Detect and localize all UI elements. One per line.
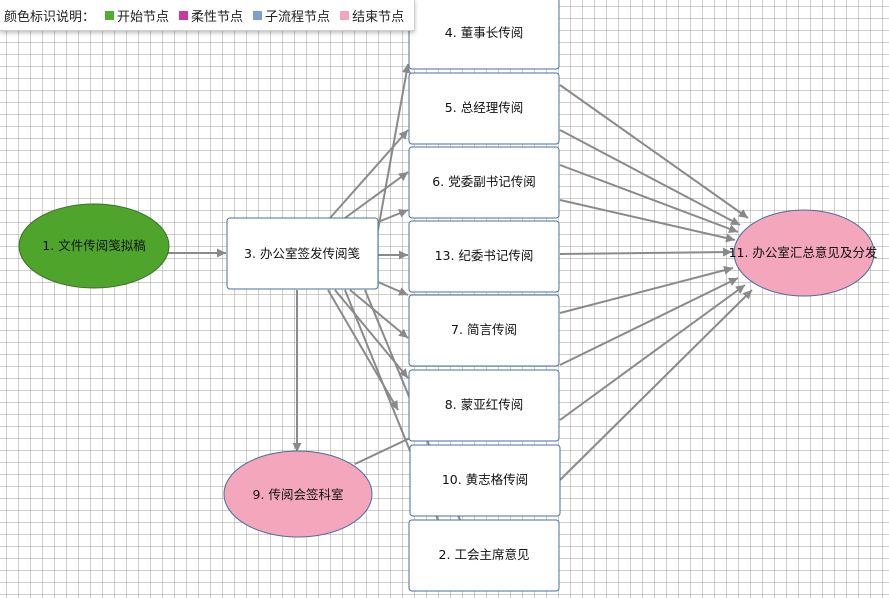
- edge-5b-to-11: [559, 129, 741, 226]
- edge-3-to-7: [377, 281, 409, 296]
- edges-layer: [168, 63, 753, 526]
- node-union-chairman-label: 2. 工会主席意见: [439, 547, 530, 562]
- edge-3-to-6b: [377, 209, 409, 223]
- edge-6-to-11: [559, 164, 739, 234]
- node-office-sign[interactable]: 3. 办公室签发传阅笺: [226, 217, 379, 290]
- edge-5-to-11: [559, 84, 749, 219]
- edge-3-to-5: [329, 129, 409, 219]
- legend-swatch-flexible: [179, 10, 189, 20]
- start-node-shape: [18, 203, 170, 289]
- node-chairman-label: 4. 董事长传阅: [445, 25, 523, 40]
- edge-8-to-11: [559, 277, 739, 366]
- legend-label-end: 结束节点: [352, 9, 405, 25]
- color-legend: 颜色标识说明： 开始节点 柔性节点 子流程节点 结束节点: [0, 0, 416, 31]
- legend-item-end: 结束节点: [340, 6, 404, 25]
- edge-8b-to-11: [559, 284, 746, 421]
- legend-label-flexible: 柔性节点: [191, 9, 244, 25]
- legend-swatch-start: [105, 10, 115, 20]
- legend-item-flexible: 柔性节点: [179, 6, 243, 25]
- node-office-sign-label: 3. 办公室签发传阅笺: [244, 246, 360, 261]
- node-discipline-secretary-label: 13. 纪委书记传阅: [435, 248, 534, 263]
- node-deputy-secretary-label: 6. 党委副书记传阅: [432, 174, 535, 189]
- start-node-label: 1. 文件传阅笺拟稿: [42, 238, 145, 253]
- node-mengyahong[interactable]: 8. 蒙亚红传阅: [408, 369, 560, 442]
- node-mengyahong-label: 8. 蒙亚红传阅: [445, 397, 523, 412]
- nodes-layer: 1. 文件传阅笺拟稿 3. 办公室签发传阅笺 4. 董事长传阅 5. 总经理传阅…: [18, 0, 878, 592]
- edge-3-to-6: [344, 171, 409, 219]
- legend-item-subprocess: 子流程节点: [253, 6, 330, 25]
- start-node[interactable]: 1. 文件传阅笺拟稿: [18, 203, 170, 289]
- edge-9-to-8: [354, 437, 411, 465]
- node-union-chairman[interactable]: 2. 工会主席意见: [408, 519, 560, 592]
- end-node-summary-shape: [733, 209, 875, 297]
- edge-13-to-11: [559, 247, 733, 257]
- edge-10-to-11: [559, 289, 753, 481]
- node-deputy-secretary[interactable]: 6. 党委副书记传阅: [408, 146, 560, 219]
- legend-swatch-end: [340, 10, 350, 20]
- node-chairman[interactable]: 4. 董事长传阅: [408, 0, 560, 70]
- edge-7-to-11: [559, 265, 734, 314]
- legend-swatch-subprocess: [253, 10, 263, 20]
- legend-title: 颜色标识说明：: [4, 9, 96, 25]
- node-jianyan[interactable]: 7. 简言传阅: [408, 294, 560, 367]
- end-node-countersign-label: 9. 传阅会签科室: [253, 487, 344, 502]
- legend-label-subprocess: 子流程节点: [265, 9, 331, 25]
- node-jianyan-label: 7. 简言传阅: [451, 322, 517, 337]
- edge-3-to-7b: [349, 289, 409, 339]
- node-huangzhige-label: 10. 黄志格传阅: [442, 472, 528, 487]
- node-huangzhige[interactable]: 10. 黄志格传阅: [409, 444, 561, 517]
- node-general-manager[interactable]: 5. 总经理传阅: [408, 72, 560, 145]
- end-node-summary[interactable]: 11. 办公室汇总意见及分发: [729, 209, 878, 297]
- node-general-manager-label: 5. 总经理传阅: [445, 100, 523, 115]
- legend-label-start: 开始节点: [117, 9, 170, 25]
- end-node-countersign-shape: [223, 450, 373, 538]
- end-node-countersign[interactable]: 9. 传阅会签科室: [223, 450, 373, 538]
- edge-6b-to-11: [559, 199, 736, 243]
- edge-3-to-8b: [327, 289, 399, 411]
- legend-item-start: 开始节点: [105, 6, 169, 25]
- node-discipline-secretary[interactable]: 13. 纪委书记传阅: [408, 220, 560, 293]
- end-node-summary-label: 11. 办公室汇总意见及分发: [729, 245, 878, 260]
